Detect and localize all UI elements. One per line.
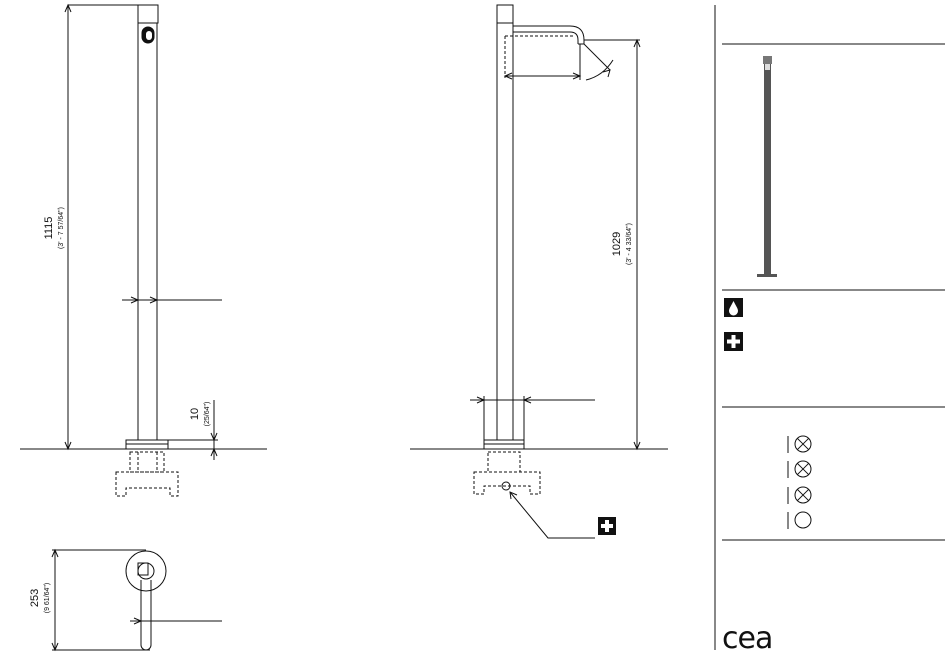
spout-cap [138, 5, 158, 23]
depth-imperial: (9 61/64") [44, 583, 51, 614]
base-height-label: 10 [189, 408, 201, 420]
mounting-block [116, 452, 178, 496]
plan-view [52, 550, 222, 650]
base-circle [126, 551, 166, 591]
height-imperial-center: (3' - 4 33/64") [626, 223, 633, 265]
brand-logo: cea [722, 621, 772, 655]
water-drop-icon [724, 298, 743, 317]
spout-arm [513, 26, 584, 44]
height-label-left: 1115 [43, 217, 55, 240]
finish-swatch-empty-icon [795, 512, 811, 528]
spout-cap-center [497, 5, 513, 23]
sidebar [715, 5, 945, 650]
depth-label: 253 [29, 589, 41, 607]
base-height-imperial: (25/64") [204, 402, 211, 427]
height-imperial-left: (3' - 7 57/64") [58, 207, 65, 249]
plus-icon [724, 332, 743, 351]
finish-swatches [788, 436, 811, 529]
product-thumbnail [757, 56, 777, 277]
front-view-left [20, 5, 267, 496]
side-view-center [410, 5, 668, 538]
plus-callout-icon [598, 517, 616, 535]
height-label-center: 1029 [611, 232, 623, 256]
callout-leader [510, 492, 595, 538]
mounting-block-center [474, 452, 540, 494]
